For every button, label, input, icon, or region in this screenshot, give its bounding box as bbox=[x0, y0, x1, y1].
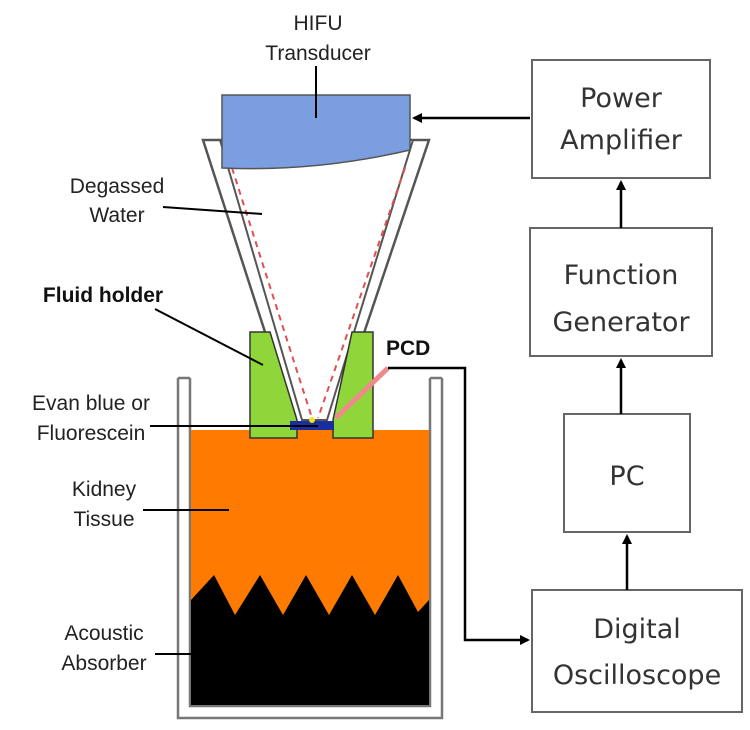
degassed-water-label-1: Degassed bbox=[70, 175, 165, 198]
evan-blue-label-2: Fluorescein bbox=[37, 422, 146, 445]
acoustic-absorber-label-1: Acoustic bbox=[64, 622, 143, 645]
signal-arrows bbox=[388, 113, 632, 645]
fluid-holder-label: Fluid holder bbox=[43, 284, 163, 307]
pc-box: PC bbox=[563, 413, 691, 533]
kidney-tissue-label-1: Kidney bbox=[72, 478, 137, 501]
power-amplifier-label-1: Power bbox=[580, 83, 663, 114]
hifu-transducer bbox=[221, 94, 411, 170]
pc-label: PC bbox=[609, 461, 644, 492]
acoustic-absorber bbox=[191, 575, 429, 705]
function-generator-label-2: Generator bbox=[552, 307, 690, 338]
hifu-label-1: HIFU bbox=[294, 12, 343, 35]
hifu-label-2: Transducer bbox=[265, 42, 370, 65]
function-generator-label-1: Function bbox=[564, 260, 679, 291]
water-tank bbox=[176, 376, 444, 720]
digital-oscilloscope-label-2: Oscilloscope bbox=[553, 660, 721, 691]
digital-oscilloscope-box: Digital Oscilloscope bbox=[531, 589, 743, 713]
power-amplifier-box: Power Amplifier bbox=[531, 59, 711, 179]
leader-lines bbox=[143, 66, 318, 655]
kidney-tissue-label-2: Tissue bbox=[73, 508, 134, 531]
pcd-label: PCD bbox=[386, 337, 430, 360]
function-generator-box: Function Generator bbox=[529, 227, 713, 357]
digital-oscilloscope-label-1: Digital bbox=[593, 614, 681, 645]
evan-blue-label-1: Evan blue or bbox=[32, 392, 150, 415]
pcd-probe bbox=[334, 366, 390, 420]
power-amplifier-label-2: Amplifier bbox=[560, 125, 683, 156]
acoustic-absorber-label-2: Absorber bbox=[61, 652, 146, 675]
degassed-water-label-2: Water bbox=[89, 204, 144, 227]
focus-lines bbox=[231, 167, 406, 419]
